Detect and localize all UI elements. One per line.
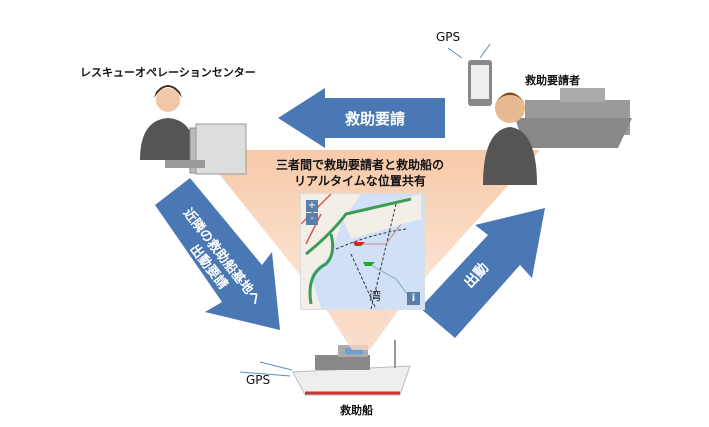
request-arrow-label: 救助要請 (345, 110, 406, 128)
operation-center-label: レスキューオペレーションセンター (80, 66, 256, 79)
map-graphics (301, 194, 421, 309)
caption-line-2: リアルタイムな位置共有 (294, 174, 426, 188)
dispatch-request-arrow (155, 178, 280, 330)
operator-illustration (140, 85, 247, 175)
requester-illustration (483, 88, 632, 185)
rescue-ship-label: 救助船 (340, 404, 373, 417)
location-sharing-caption: 三者間で救助要請者と救助船の リアルタイムな位置共有 (250, 157, 470, 189)
ship-marker (363, 262, 375, 266)
location-map[interactable]: + - i 湾 (300, 193, 425, 310)
map-info-button[interactable]: i (407, 292, 420, 305)
map-zoom-out-button[interactable]: - (306, 213, 318, 225)
requester-marker (353, 242, 365, 246)
dispatch-arrow (420, 208, 545, 338)
smartphone-illustration (447, 43, 492, 106)
map-bay-label: 湾 (369, 289, 382, 303)
map-zoom-in-button[interactable]: + (306, 200, 318, 212)
gps-label-ship: GPS (246, 373, 271, 387)
caption-line-1: 三者間で救助要請者と救助船の (275, 158, 444, 172)
rescue-ship-illustration (239, 340, 411, 396)
request-arrow (278, 88, 445, 148)
requester-label: 救助要請者 (525, 74, 580, 87)
gps-label-requester: GPS (436, 30, 461, 44)
